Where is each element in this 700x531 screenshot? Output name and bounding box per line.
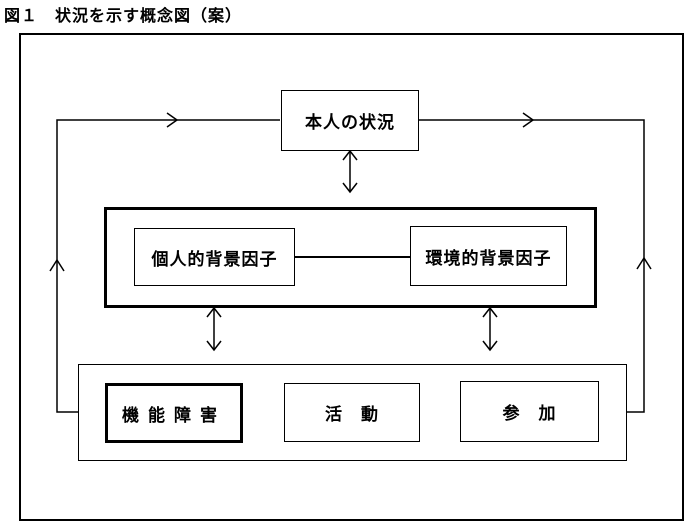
loop-right-line [418,119,645,413]
up-arrow-right-icon [636,256,652,270]
up-arrow-left-icon [49,258,65,272]
person-status-label: 本人の状況 [305,113,395,133]
arrowhead-down-icon [482,340,498,352]
right-arrow-top-right-icon [522,112,535,128]
personal-factors-label: 個人的背景因子 [151,249,278,270]
arrowhead-up-icon [206,306,222,318]
participation-label: 参 加 [502,404,557,424]
environmental-factors-box: 環境的背景因子 [410,226,567,286]
person-status-box: 本人の状況 [281,90,419,151]
background-factors-box [104,207,597,308]
activity-box: 活 動 [284,383,420,442]
functioning-container [78,364,627,461]
arrowhead-down-icon [206,340,222,352]
environmental-factors-label: 環境的背景因子 [425,248,552,269]
participation-box: 参 加 [460,381,599,442]
outer-frame [19,33,684,521]
loop-left-line [56,119,280,413]
impairment-box: 機能障害 [105,383,243,443]
arrowhead-up-icon [482,306,498,318]
impairment-label: 機能障害 [122,405,226,426]
arrowhead-down-icon [342,182,358,194]
right-arrow-top-left-icon [166,112,179,128]
arrowhead-up-icon [342,149,358,161]
figure-title: 図１ 状況を示す概念図（案） [4,6,243,25]
activity-label: 活 動 [325,405,379,425]
personal-factors-box: 個人的背景因子 [134,228,295,286]
